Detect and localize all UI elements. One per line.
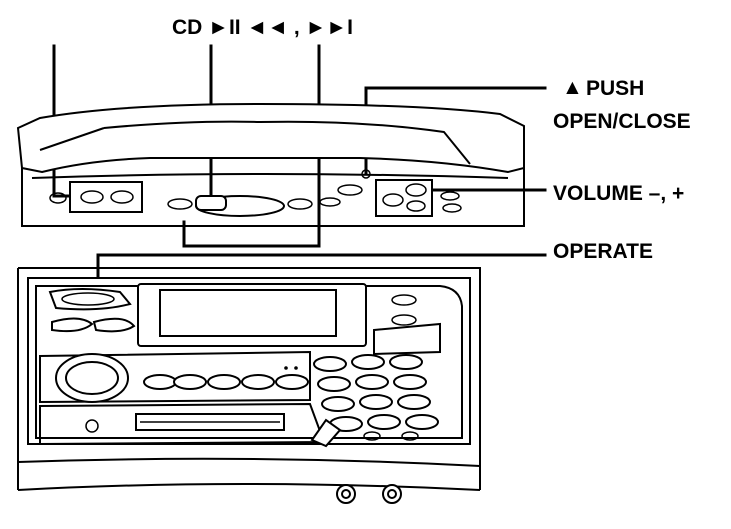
display-screen — [159, 289, 337, 337]
volume-minus-button[interactable] — [382, 193, 404, 207]
keypad-button[interactable] — [313, 356, 347, 372]
keypad-button[interactable] — [355, 374, 389, 390]
left-button-group — [69, 181, 143, 213]
leader-lines — [52, 44, 547, 300]
jog-dial-center[interactable] — [65, 361, 119, 395]
function-button[interactable] — [207, 374, 241, 390]
small-button[interactable] — [391, 294, 417, 306]
cd-controls-label: CD ►II ◄◄ , ►►I — [172, 16, 353, 39]
operate-label: OPERATE — [553, 240, 653, 263]
keypad-button[interactable] — [397, 394, 431, 410]
eject-icon: ▲ — [562, 76, 583, 99]
volume-plus-button[interactable] — [405, 183, 427, 197]
cd-button[interactable] — [110, 190, 134, 204]
volume-label: VOLUME –, + — [553, 182, 684, 205]
play-pause-key[interactable] — [195, 195, 227, 211]
push-button[interactable] — [361, 169, 371, 179]
keypad-button[interactable] — [321, 396, 355, 412]
mode-button[interactable] — [92, 317, 136, 333]
function-button[interactable] — [275, 374, 309, 390]
keypad-small-button[interactable] — [363, 431, 381, 441]
skip-back-button[interactable] — [167, 198, 193, 210]
small-button[interactable] — [319, 197, 341, 207]
keypad-button[interactable] — [317, 376, 351, 392]
keypad-small-button[interactable] — [401, 431, 419, 441]
small-button[interactable] — [440, 191, 460, 201]
function-button[interactable] — [143, 374, 177, 390]
cd-lid-unit — [16, 102, 525, 227]
front-panel — [17, 267, 481, 504]
cd-button[interactable] — [80, 190, 104, 204]
keypad-button[interactable] — [393, 374, 427, 390]
jack-center — [387, 489, 397, 499]
small-button[interactable] — [391, 314, 417, 326]
keypad-button[interactable] — [367, 414, 401, 430]
mode-button[interactable] — [49, 192, 67, 204]
push-label: PUSH — [586, 77, 644, 100]
small-button[interactable] — [337, 184, 363, 196]
mode-button[interactable] — [51, 317, 94, 333]
small-knob[interactable] — [85, 419, 99, 433]
keypad-button[interactable] — [351, 354, 385, 370]
skip-forward-button[interactable] — [287, 198, 313, 210]
keypad-button[interactable] — [359, 394, 393, 410]
operate-button-face[interactable] — [61, 292, 115, 306]
function-button[interactable] — [241, 374, 275, 390]
small-button[interactable] — [406, 200, 426, 212]
function-button[interactable] — [173, 374, 207, 390]
open-close-label: OPEN/CLOSE — [553, 110, 691, 133]
jack-center — [341, 489, 351, 499]
keypad-button[interactable] — [389, 354, 423, 370]
small-button[interactable] — [442, 203, 462, 213]
angled-key[interactable] — [310, 418, 342, 448]
keypad-button[interactable] — [405, 414, 439, 430]
